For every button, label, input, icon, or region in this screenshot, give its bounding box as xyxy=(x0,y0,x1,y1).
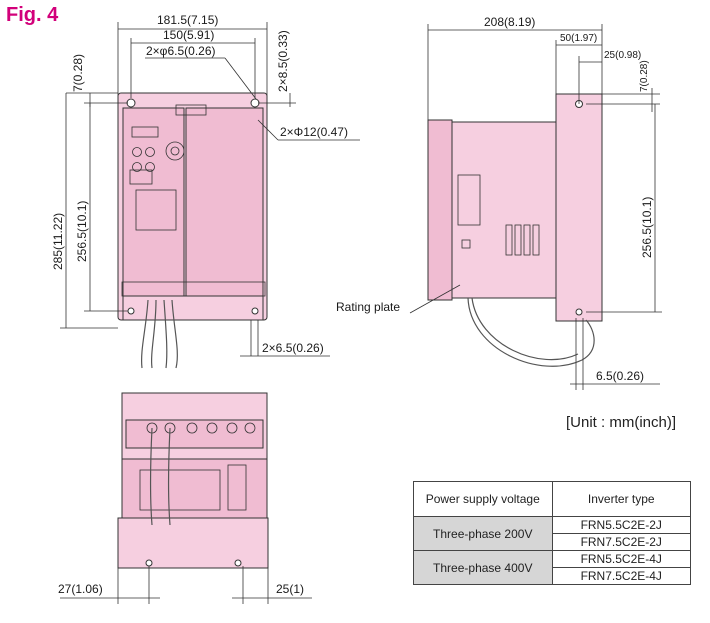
dim-top-offset-right: 2×8.5(0.33) xyxy=(276,30,290,92)
dim-width-holes: 150(5.91) xyxy=(163,28,214,42)
dim-height-overall: 285(11.22) xyxy=(51,213,65,270)
dim-depth-rear: 25(0.98) xyxy=(604,50,641,61)
table-row: Three-phase 200V FRN5.5C2E-2J xyxy=(413,516,691,551)
dim-bottom-left: 27(1.06) xyxy=(58,582,103,596)
bottom-dimensions xyxy=(60,560,312,604)
dim-top-offset-left: 7(0.28) xyxy=(71,54,85,92)
type-cell: FRN7.5C2E-2J xyxy=(551,533,691,551)
side-view xyxy=(427,93,603,367)
dim-bottom-right: 25(1) xyxy=(276,582,304,596)
header-type: Inverter type xyxy=(551,481,691,517)
dim-small-hole: 2×φ6.5(0.26) xyxy=(146,44,216,58)
dim-width-overall: 181.5(7.15) xyxy=(157,13,218,27)
front-dimensions xyxy=(60,22,360,357)
model-table: Power supply voltage Inverter type Three… xyxy=(413,481,691,585)
mount-hole-top-left xyxy=(126,98,136,108)
voltage-cell: Three-phase 400V xyxy=(413,550,553,585)
side-dimensions xyxy=(409,24,662,390)
header-voltage: Power supply voltage xyxy=(413,481,553,517)
type-cell: FRN7.5C2E-4J xyxy=(551,567,691,585)
dim-side-height-holes: 256.5(10.1) xyxy=(640,197,654,258)
dim-side-slot: 6.5(0.26) xyxy=(596,369,644,383)
table-header-row: Power supply voltage Inverter type xyxy=(413,481,691,517)
rating-plate-label: Rating plate xyxy=(336,300,400,314)
type-cell: FRN5.5C2E-4J xyxy=(551,550,691,568)
dim-depth-overall: 208(8.19) xyxy=(484,15,535,29)
dim-bottom-slot: 2×6.5(0.26) xyxy=(262,341,324,355)
voltage-cell: Three-phase 200V xyxy=(413,516,553,551)
table-row: Three-phase 400V FRN5.5C2E-4J xyxy=(413,550,691,585)
dim-big-hole: 2×Φ12(0.47) xyxy=(280,125,348,139)
dim-side-top-offset: 7(0.28) xyxy=(639,60,650,92)
mount-hole-top-right xyxy=(250,98,260,108)
unit-label: [Unit : mm(inch)] xyxy=(566,414,677,431)
dim-depth-flange: 50(1.97) xyxy=(560,33,597,44)
dim-height-holes: 256.5(10.1) xyxy=(75,201,89,262)
figure-title: Fig. 4 xyxy=(6,4,59,26)
bottom-view xyxy=(117,392,269,569)
type-cell: FRN5.5C2E-2J xyxy=(551,516,691,534)
table-row: FRN7.5C2E-4J xyxy=(414,567,691,585)
front-view xyxy=(117,92,268,369)
